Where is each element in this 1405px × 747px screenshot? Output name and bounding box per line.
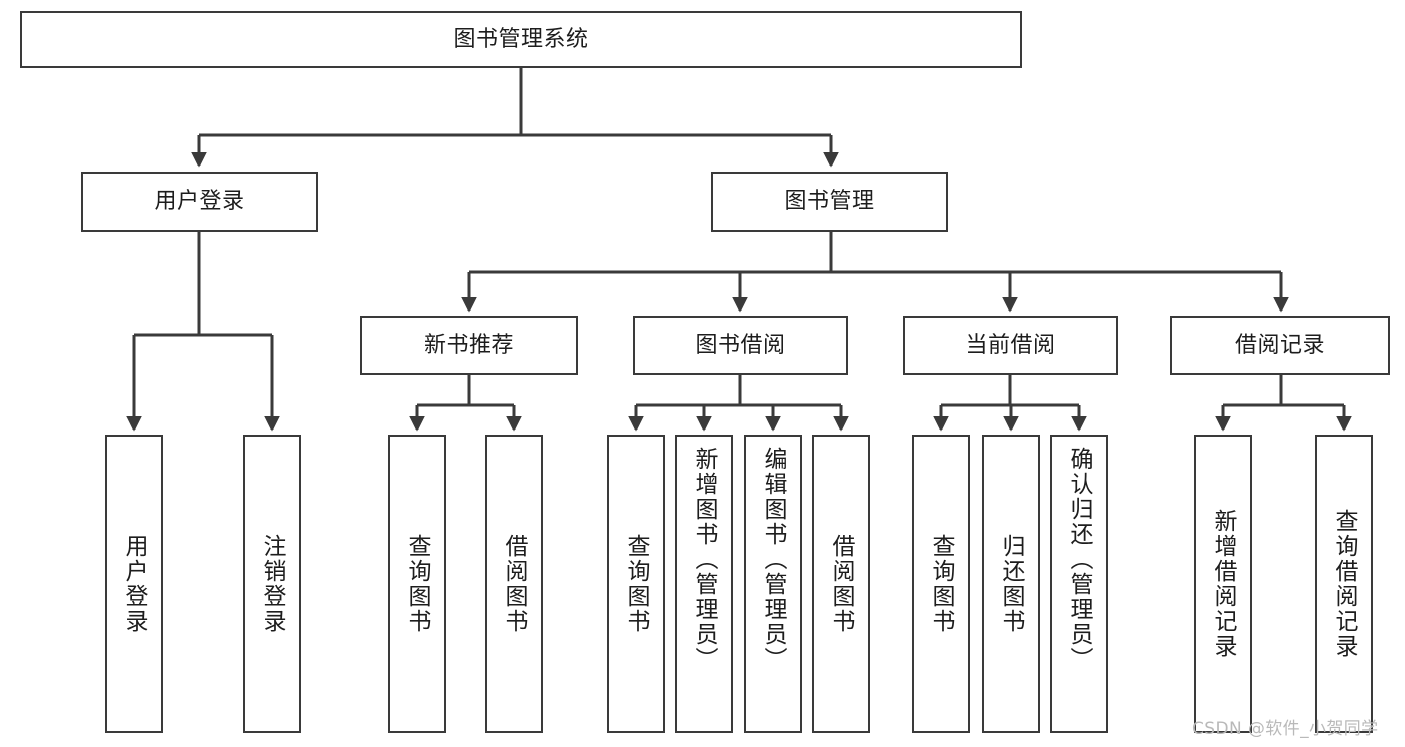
node-label: 查询图书 bbox=[623, 534, 650, 634]
leaf-user-login-login[interactable]: 用户登录 bbox=[105, 435, 163, 733]
leaf-record-add[interactable]: 新增借阅记录 bbox=[1194, 435, 1252, 733]
node-label: 借阅记录 bbox=[1234, 332, 1325, 358]
node-label: 新增图书（管理员） bbox=[691, 447, 718, 672]
watermark-text: CSDN @软件_小贺同学 bbox=[1192, 719, 1379, 739]
node-label: 归还图书 bbox=[998, 534, 1025, 634]
node-user-login[interactable]: 用户登录 bbox=[81, 172, 318, 232]
node-book-management[interactable]: 图书管理 bbox=[711, 172, 948, 232]
leaf-borrow-add-book-admin[interactable]: 新增图书（管理员） bbox=[675, 435, 733, 733]
node-label: 查询图书 bbox=[928, 534, 955, 634]
leaf-current-return-book[interactable]: 归还图书 bbox=[982, 435, 1040, 733]
node-root-system[interactable]: 图书管理系统 bbox=[20, 11, 1022, 68]
leaf-current-query-book[interactable]: 查询图书 bbox=[912, 435, 970, 733]
leaf-new-book-query[interactable]: 查询图书 bbox=[388, 435, 446, 733]
node-borrow-record[interactable]: 借阅记录 bbox=[1170, 316, 1390, 375]
node-label: 注销登录 bbox=[259, 534, 286, 634]
node-label: 图书管理系统 bbox=[453, 26, 589, 52]
node-label: 图书借阅 bbox=[695, 332, 786, 358]
leaf-new-book-borrow[interactable]: 借阅图书 bbox=[485, 435, 543, 733]
leaf-record-query[interactable]: 查询借阅记录 bbox=[1315, 435, 1373, 733]
node-current-borrow[interactable]: 当前借阅 bbox=[903, 316, 1118, 375]
leaf-borrow-borrow-book[interactable]: 借阅图书 bbox=[812, 435, 870, 733]
node-label: 编辑图书（管理员） bbox=[760, 447, 787, 672]
node-label: 借阅图书 bbox=[828, 534, 855, 634]
node-label: 当前借阅 bbox=[965, 332, 1056, 358]
node-book-borrow[interactable]: 图书借阅 bbox=[633, 316, 848, 375]
node-label: 确认归还（管理员） bbox=[1066, 447, 1093, 672]
node-label: 用户登录 bbox=[154, 189, 245, 215]
leaf-user-login-logout[interactable]: 注销登录 bbox=[243, 435, 301, 733]
leaf-borrow-query-book[interactable]: 查询图书 bbox=[607, 435, 665, 733]
node-label: 查询借阅记录 bbox=[1331, 509, 1358, 659]
node-label: 用户登录 bbox=[121, 534, 148, 634]
node-new-book-recommend[interactable]: 新书推荐 bbox=[360, 316, 578, 375]
leaf-borrow-edit-book-admin[interactable]: 编辑图书（管理员） bbox=[744, 435, 802, 733]
node-label: 新增借阅记录 bbox=[1210, 509, 1237, 659]
node-label: 图书管理 bbox=[784, 189, 875, 215]
node-label: 新书推荐 bbox=[423, 332, 514, 358]
node-label: 查询图书 bbox=[404, 534, 431, 634]
leaf-current-confirm-return-admin[interactable]: 确认归还（管理员） bbox=[1050, 435, 1108, 733]
node-label: 借阅图书 bbox=[501, 534, 528, 634]
